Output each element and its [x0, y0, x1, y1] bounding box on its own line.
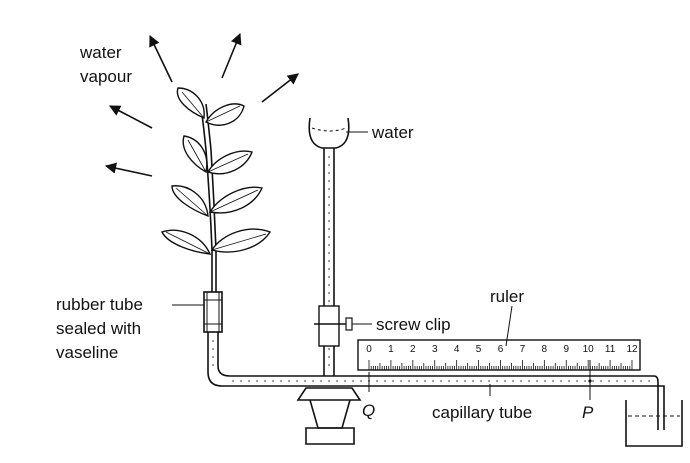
- leaf-1: [176, 87, 205, 120]
- vapour-arrow-1: [149, 34, 173, 83]
- screw-clip: [314, 305, 353, 347]
- label-rubber-tube-3: vaseline: [56, 343, 118, 362]
- ruler-number: 1: [388, 344, 394, 355]
- ruler-number: 0: [366, 344, 372, 355]
- vapour-arrow-5: [104, 162, 153, 177]
- vapour-arrow-3: [261, 73, 299, 103]
- ruler-ticks: [368, 360, 633, 370]
- leaf-6: [208, 186, 263, 214]
- water-vapour-arrows: [104, 32, 299, 177]
- stand: [296, 387, 362, 445]
- label-point-q: Q: [362, 401, 375, 420]
- label-capillary-tube: capillary tube: [432, 403, 532, 422]
- label-rubber-tube-2: sealed with: [56, 319, 141, 338]
- leaf-2: [205, 103, 245, 126]
- plant-stem: [199, 99, 213, 292]
- ruler-number: 6: [498, 344, 504, 355]
- label-water: water: [371, 123, 414, 142]
- vapour-arrow-4: [109, 105, 153, 129]
- vapour-arrow-2: [221, 32, 242, 79]
- ruler-number: 9: [563, 344, 569, 355]
- glass-tubing: [207, 332, 665, 430]
- ruler-number: 7: [520, 344, 526, 355]
- ruler-number: 10: [583, 344, 595, 355]
- rubber-tube: [203, 291, 223, 333]
- ruler-number: 5: [476, 344, 482, 355]
- ruler-leader: [505, 305, 513, 347]
- leaf-5: [171, 185, 209, 218]
- label-ruler: ruler: [490, 287, 524, 306]
- leafy-shoot: [161, 87, 272, 292]
- leaf-8: [210, 228, 272, 253]
- p-bubble: [588, 379, 592, 383]
- ruler-number: 8: [542, 344, 548, 355]
- ruler-number: 3: [432, 344, 438, 355]
- label-water-vapour-1: water: [79, 43, 122, 62]
- ruler-number: 11: [605, 344, 616, 355]
- label-point-p: P: [582, 403, 594, 422]
- ruler-number: 2: [410, 344, 416, 355]
- leaf-7: [161, 229, 212, 255]
- label-screw-clip: screw clip: [376, 315, 451, 334]
- leaf-3: [182, 135, 208, 174]
- beaker: [625, 400, 683, 447]
- label-water-vapour-2: vapour: [80, 67, 132, 86]
- leaf-4: [206, 150, 253, 175]
- ruler-number: 4: [454, 344, 460, 355]
- ruler-number: 12: [626, 344, 638, 355]
- label-rubber-tube-1: rubber tube: [56, 295, 143, 314]
